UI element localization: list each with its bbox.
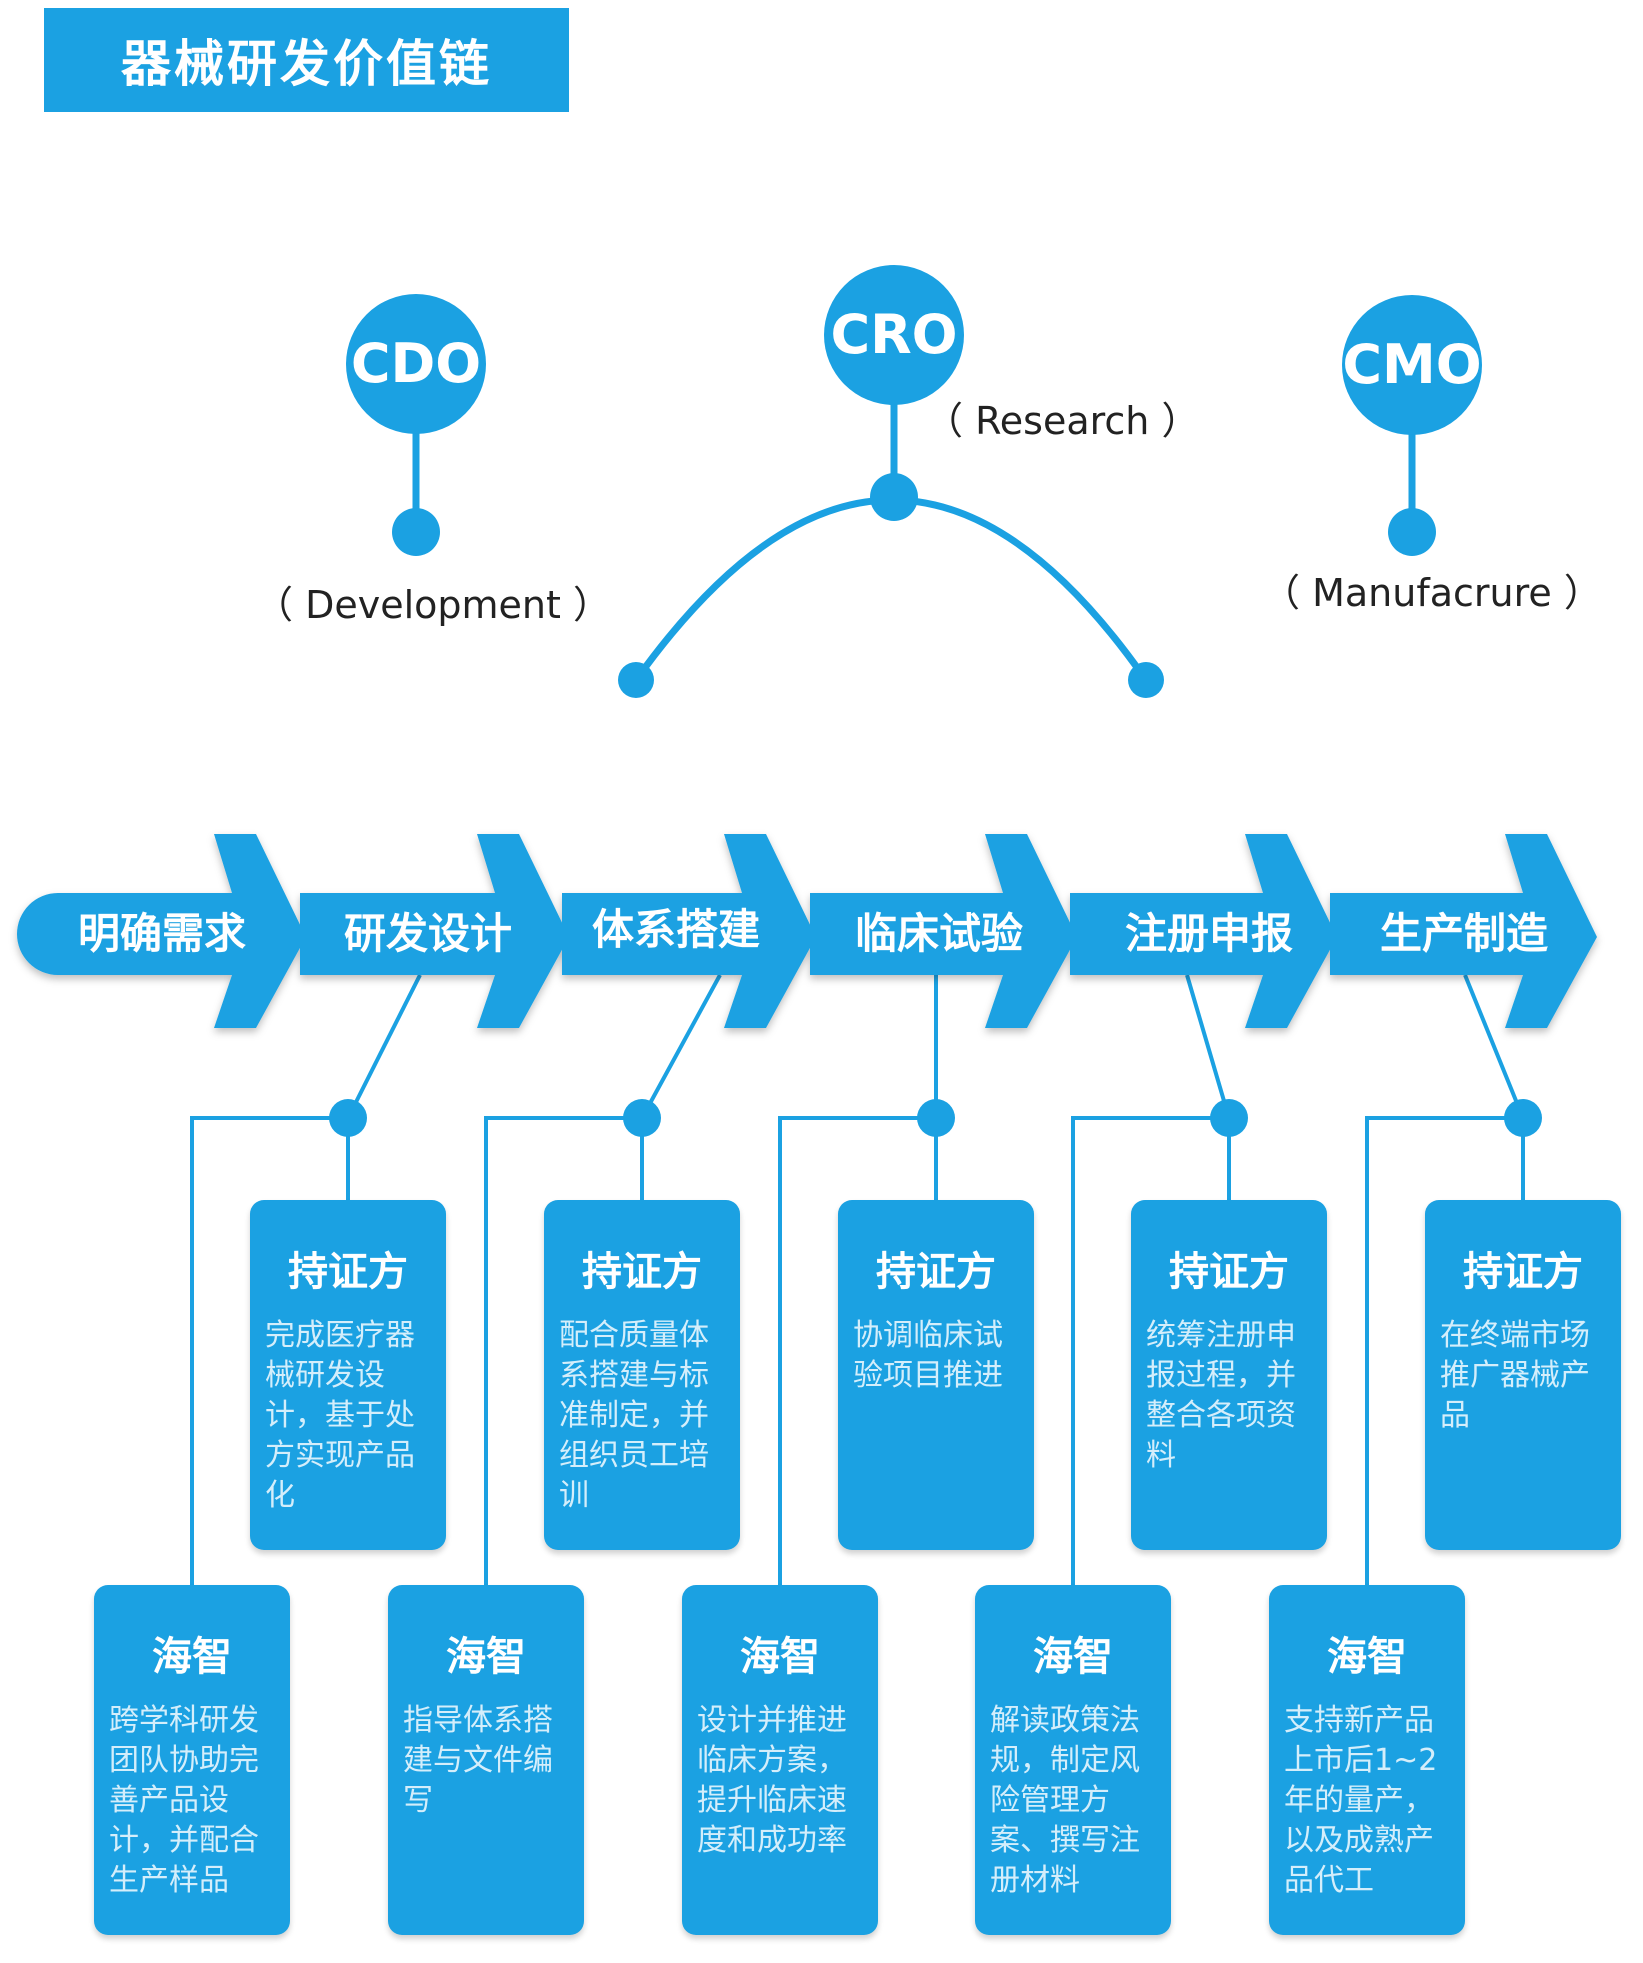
stage-arrow-1 xyxy=(17,834,306,1028)
stage-arrow-2 xyxy=(300,834,569,1028)
card-title: 海智 xyxy=(152,1634,232,1680)
card-title: 海智 xyxy=(1033,1634,1113,1680)
certifier-card: 持证方 配合质量体系搭建与标准制定，并组织员工培训 xyxy=(544,1200,740,1550)
stage-label-5: 注册申报 xyxy=(1125,909,1294,958)
stage-dot xyxy=(623,1099,661,1137)
certifier-card: 持证方 完成医疗器械研发设计，基于处方实现产品化 xyxy=(250,1200,446,1550)
title-banner: 器械研发价值链 xyxy=(44,8,569,112)
card-title: 持证方 xyxy=(582,1249,702,1295)
card-body: 完成医疗器械研发设计，基于处方实现产品化 xyxy=(265,1318,415,1513)
haizhi-card: 海智 设计并推进临床方案，提升临床速度和成功率 xyxy=(682,1585,878,1935)
card-body: 跨学科研发团队协助完善产品设计，并配合生产样品 xyxy=(109,1703,259,1898)
stage-label-3: 体系搭建 xyxy=(592,905,761,954)
cdo-subtitle: （ Development ） xyxy=(255,583,611,627)
cro-arc xyxy=(633,496,1149,683)
haizhi-connector xyxy=(190,1116,348,1585)
stage-arrow-4 xyxy=(810,834,1077,1028)
card-body: 协调临床试验项目推进 xyxy=(853,1318,1003,1393)
cro-node xyxy=(824,265,964,405)
card-body: 支持新产品上市后1~2年的量产，以及成熟产品代工 xyxy=(1284,1703,1438,1898)
cmo-node xyxy=(1342,295,1482,435)
stage-dot xyxy=(917,1099,955,1137)
cro-label: CRO xyxy=(830,303,958,366)
stage-label-1: 明确需求 xyxy=(78,909,247,958)
stage-dot xyxy=(1504,1099,1542,1137)
cdo-dot xyxy=(392,508,440,556)
cro-subtitle: （ Research ） xyxy=(925,399,1200,443)
haizhi-connector xyxy=(1071,1116,1229,1585)
haizhi-card: 海智 解读政策法规，制定风险管理方案、撰写注册材料 xyxy=(975,1585,1171,1935)
stage-dot xyxy=(1210,1099,1248,1137)
cmo-subtitle: （ Manufacrure ） xyxy=(1262,571,1602,615)
stage-connector xyxy=(1463,974,1525,1119)
certifier-card: 持证方 协调临床试验项目推进 xyxy=(838,1200,1034,1550)
card-body: 配合质量体系搭建与标准制定，并组织员工培训 xyxy=(559,1318,709,1513)
cmo-label: CMO xyxy=(1342,333,1482,396)
cro-dot xyxy=(870,473,918,521)
page-title: 器械研发价值链 xyxy=(121,35,492,93)
haizhi-card: 海智 指导体系搭建与文件编写 xyxy=(388,1585,584,1935)
stage-arrow-3 xyxy=(562,834,816,1028)
stage-connector xyxy=(1185,974,1231,1119)
haizhi-connector xyxy=(484,1116,642,1585)
card-body: 解读政策法规，制定风险管理方案、撰写注册材料 xyxy=(990,1703,1140,1898)
card-title: 海智 xyxy=(740,1634,820,1680)
card-title: 海智 xyxy=(1327,1634,1407,1680)
cro-arc-right-dot xyxy=(1128,662,1164,698)
certifier-card: 持证方 在终端市场推广器械产品 xyxy=(1425,1200,1621,1550)
stage-arrow-5 xyxy=(1070,834,1337,1028)
card-body: 在终端市场推广器械产品 xyxy=(1440,1318,1590,1433)
card-body: 统筹注册申报过程，并整合各项资料 xyxy=(1146,1318,1296,1473)
cdo-node xyxy=(346,294,486,434)
card-title: 持证方 xyxy=(1169,1249,1289,1295)
cmo-dot xyxy=(1388,508,1436,556)
cdo-label: CDO xyxy=(350,332,482,395)
card-title: 持证方 xyxy=(1463,1249,1583,1295)
stage-arrow-6 xyxy=(1330,834,1597,1028)
haizhi-connector xyxy=(778,1116,936,1585)
stage-connector xyxy=(640,974,722,1119)
haizhi-card: 海智 支持新产品上市后1~2年的量产，以及成熟产品代工 xyxy=(1269,1585,1465,1935)
cro-arc-left-dot xyxy=(618,662,654,698)
card-title: 海智 xyxy=(446,1634,526,1680)
stage-connector xyxy=(346,974,422,1119)
haizhi-connector xyxy=(1365,1116,1523,1585)
stage-label-4: 临床试验 xyxy=(855,909,1024,958)
certifier-card: 持证方 统筹注册申报过程，并整合各项资料 xyxy=(1131,1200,1327,1550)
card-body: 设计并推进临床方案，提升临床速度和成功率 xyxy=(697,1703,847,1858)
card-title: 持证方 xyxy=(876,1249,996,1295)
card-title: 持证方 xyxy=(288,1249,408,1295)
stage-label-6: 生产制造 xyxy=(1380,909,1549,958)
card-body: 指导体系搭建与文件编写 xyxy=(403,1703,553,1818)
haizhi-card: 海智 跨学科研发团队协助完善产品设计，并配合生产样品 xyxy=(94,1585,290,1935)
stage-dot xyxy=(329,1099,367,1137)
stage-label-2: 研发设计 xyxy=(344,909,513,958)
